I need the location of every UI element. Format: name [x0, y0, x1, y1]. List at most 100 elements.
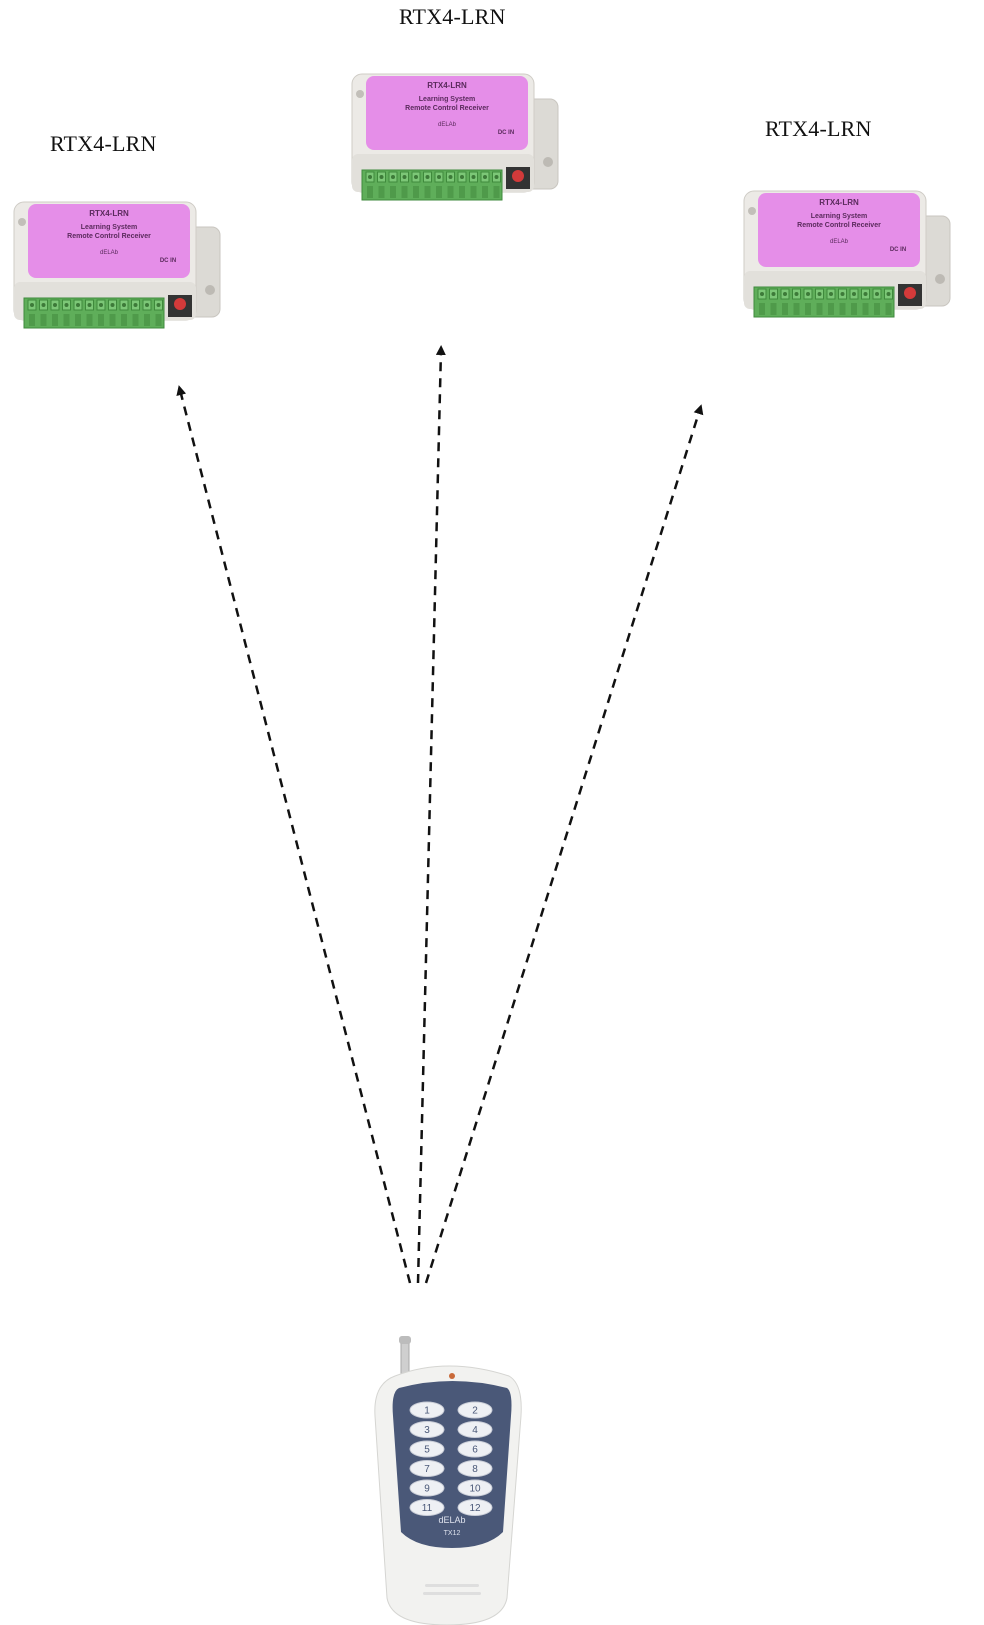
- receiver-label-line2: Remote Control Receiver: [797, 222, 881, 229]
- terminal-pin: [413, 186, 419, 198]
- terminal-screw-head: [840, 292, 845, 296]
- terminal-pin: [75, 314, 81, 326]
- receiver-label-dc-in: DC IN: [498, 130, 514, 136]
- terminal-screw-head: [829, 292, 833, 296]
- terminal-screw-head: [368, 175, 372, 179]
- remote-button-5[interactable]: 5: [409, 1440, 445, 1458]
- receiver-left-caption: RTX4-LRN: [50, 131, 157, 156]
- remote-button-label: 10: [469, 1484, 481, 1495]
- remote-brand-label: dELAb: [438, 1515, 465, 1525]
- remote-button-3[interactable]: 3: [409, 1421, 445, 1438]
- terminal-screw-head: [817, 292, 822, 296]
- receiver-left: RTX4-LRN Learning System Remote Control …: [8, 192, 228, 352]
- remote-button-12[interactable]: 12: [457, 1499, 493, 1516]
- terminal-pin: [862, 303, 869, 315]
- terminal-pin: [482, 186, 488, 198]
- receiver-label-line1: Learning System: [419, 96, 475, 103]
- terminal-pin: [132, 314, 139, 326]
- terminal-screw-head: [391, 175, 395, 179]
- terminal-pin: [29, 314, 35, 326]
- arrow-to-center-receiver: [416, 345, 446, 1284]
- terminal-screw-head: [494, 175, 499, 179]
- terminal-screw-head: [379, 175, 384, 179]
- terminal-pin: [378, 186, 385, 198]
- terminal-screw-head: [414, 175, 418, 179]
- remote-button-6[interactable]: 6: [457, 1440, 493, 1458]
- remote-button-9[interactable]: 9: [409, 1479, 445, 1497]
- receiver-left-image: RTX4-LRN Learning System Remote Control …: [13, 201, 221, 329]
- receiver-label-model: RTX4-LRN: [819, 198, 859, 207]
- terminal-screw-head: [133, 303, 138, 307]
- terminal-screw-head: [448, 175, 453, 179]
- remote-button-label: 5: [424, 1445, 430, 1456]
- terminal-screw-head: [53, 303, 57, 307]
- remote-button-label: 3: [424, 1425, 430, 1436]
- receiver-label-dc-in: DC IN: [160, 258, 176, 264]
- remote-button-label: 6: [472, 1445, 478, 1456]
- receiver-right: RTX4-LRN Learning System Remote Control …: [738, 181, 958, 341]
- terminal-pin: [155, 314, 162, 326]
- terminal-screw-head: [483, 175, 487, 179]
- receiver-label-model: RTX4-LRN: [89, 209, 129, 218]
- terminal-pin: [401, 186, 408, 198]
- terminal-screw-head: [110, 303, 115, 307]
- remote-button-7[interactable]: 7: [409, 1460, 445, 1477]
- receiver-label-brand: dELAb: [438, 122, 457, 128]
- terminal-pin: [109, 314, 116, 326]
- remote-button-label: 1: [424, 1406, 430, 1417]
- terminal-pin: [121, 314, 127, 326]
- receiver-right-image: RTX4-LRN Learning System Remote Control …: [743, 190, 951, 318]
- receiver-center-image: RTX4-LRN Learning System Remote Control …: [351, 73, 559, 201]
- receiver-label-line1: Learning System: [81, 224, 137, 231]
- terminal-pin: [874, 303, 880, 315]
- remote-button-8[interactable]: 8: [457, 1460, 493, 1477]
- remote-button-label: 11: [422, 1503, 433, 1514]
- arrow-to-left-receiver: [176, 385, 412, 1284]
- receiver-label-brand: dELAb: [830, 239, 849, 245]
- remote-button-10[interactable]: 10: [457, 1479, 493, 1497]
- terminal-screw-head: [771, 292, 776, 296]
- terminal-pin: [390, 186, 396, 198]
- arrow-to-right-receiver: [424, 404, 704, 1284]
- terminal-pin: [782, 303, 788, 315]
- remote-button-4[interactable]: 4: [457, 1421, 493, 1438]
- remote-model-label: TX12: [444, 1530, 461, 1537]
- terminal-screw-head: [794, 292, 799, 296]
- receiver-center: RTX4-LRN Learning System Remote Control …: [346, 64, 566, 224]
- terminal-screw-head: [863, 292, 868, 296]
- terminal-screw-head: [460, 175, 464, 179]
- terminal-pin: [98, 314, 104, 326]
- terminal-pin: [63, 314, 70, 326]
- receiver-right-caption: RTX4-LRN: [765, 116, 872, 141]
- remote-button-11[interactable]: 11: [409, 1499, 445, 1516]
- terminal-pin: [805, 303, 811, 315]
- terminal-pin: [52, 314, 58, 326]
- terminal-pin: [759, 303, 765, 315]
- terminal-screw-head: [41, 303, 46, 307]
- terminal-pin: [86, 314, 93, 326]
- terminal-pin: [459, 186, 465, 198]
- terminal-screw-head: [76, 303, 80, 307]
- remote-button-label: 8: [472, 1464, 478, 1475]
- remote-button-2[interactable]: 2: [457, 1401, 493, 1419]
- terminal-screw-head: [806, 292, 810, 296]
- terminal-screw-head: [437, 175, 441, 179]
- terminal-screw-head: [156, 303, 161, 307]
- receiver-label-line1: Learning System: [811, 213, 867, 220]
- terminal-screw-head: [783, 292, 787, 296]
- terminal-pin: [885, 303, 892, 315]
- receiver-label-line2: Remote Control Receiver: [67, 233, 151, 240]
- remote-button-1[interactable]: 1: [409, 1401, 445, 1419]
- receiver-label-line2: Remote Control Receiver: [405, 105, 489, 112]
- terminal-screw-head: [760, 292, 764, 296]
- terminal-screw-head: [402, 175, 407, 179]
- terminal-screw-head: [30, 303, 34, 307]
- terminal-screw-head: [852, 292, 856, 296]
- terminal-pin: [367, 186, 373, 198]
- terminal-pin: [851, 303, 857, 315]
- terminal-pin: [436, 186, 442, 198]
